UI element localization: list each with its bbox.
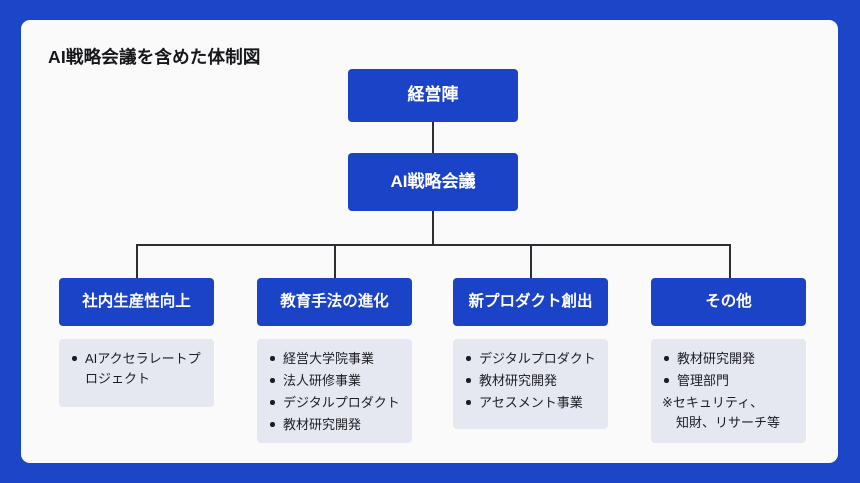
node-ai-strategy-meeting-label: AI戦略会議 — [390, 171, 476, 191]
node-top-management[interactable]: 経営陣 — [348, 69, 518, 122]
connector-horizontal-bus — [136, 244, 731, 246]
node-ai-strategy-meeting[interactable]: AI戦略会議 — [348, 153, 518, 211]
items-panel-2: 経営大学院事業 法人研修事業 デジタルプロダクト 教材研究開発 — [257, 339, 412, 443]
connector-drop-dept-4 — [729, 244, 731, 278]
node-department-3-label: 新プロダクト創出 — [468, 292, 593, 310]
items-list-4: 教材研究開発 管理部門 — [661, 349, 798, 391]
connector-drop-dept-3 — [530, 244, 532, 278]
list-item: 教材研究開発 — [661, 349, 798, 369]
node-department-2-label: 教育手法の進化 — [280, 292, 389, 310]
node-department-1[interactable]: 社内生産性向上 — [59, 278, 214, 326]
node-top-management-label: 経営陣 — [407, 85, 459, 105]
items-panel-3: デジタルプロダクト 教材研究開発 アセスメント事業 — [453, 339, 608, 429]
diagram-card: AI戦略会議を含めた体制図 経営陣 AI戦略会議 社内生産性向上 教育手法の進化… — [21, 20, 838, 463]
page-title: AI戦略会議を含めた体制図 — [48, 47, 261, 67]
list-item: 管理部門 — [661, 371, 798, 391]
items-panel-4: 教材研究開発 管理部門 ※セキュリティ、 知財、リサーチ等 — [651, 339, 806, 443]
list-item: アセスメント事業 — [463, 393, 600, 413]
items-panel-1: AIアクセラレートプロジェクト — [59, 339, 214, 407]
node-department-2[interactable]: 教育手法の進化 — [257, 278, 412, 326]
node-department-3[interactable]: 新プロダクト創出 — [453, 278, 608, 326]
note-line-2: 知財、リサーチ等 — [676, 415, 781, 431]
node-department-4[interactable]: その他 — [651, 278, 806, 326]
list-item: AIアクセラレートプロジェクト — [69, 349, 206, 389]
node-department-1-label: 社内生産性向上 — [82, 292, 191, 310]
connector-second-to-bus — [432, 210, 434, 244]
connector-top-to-second — [432, 121, 434, 154]
note-line-1: ※セキュリティ、 — [662, 395, 764, 411]
items-list-1: AIアクセラレートプロジェクト — [69, 349, 206, 389]
list-item: 法人研修事業 — [267, 371, 404, 391]
node-department-4-label: その他 — [705, 292, 752, 310]
connector-drop-dept-1 — [136, 244, 138, 278]
items-list-3: デジタルプロダクト 教材研究開発 アセスメント事業 — [463, 349, 600, 413]
list-item: デジタルプロダクト — [463, 349, 600, 369]
items-panel-4-note: ※セキュリティ、 知財、リサーチ等 — [661, 393, 798, 433]
items-list-2: 経営大学院事業 法人研修事業 デジタルプロダクト 教材研究開発 — [267, 349, 404, 436]
list-item: 経営大学院事業 — [267, 349, 404, 369]
connector-drop-dept-2 — [334, 244, 336, 278]
list-item: 教材研究開発 — [267, 415, 404, 435]
list-item: デジタルプロダクト — [267, 393, 404, 413]
list-item: 教材研究開発 — [463, 371, 600, 391]
